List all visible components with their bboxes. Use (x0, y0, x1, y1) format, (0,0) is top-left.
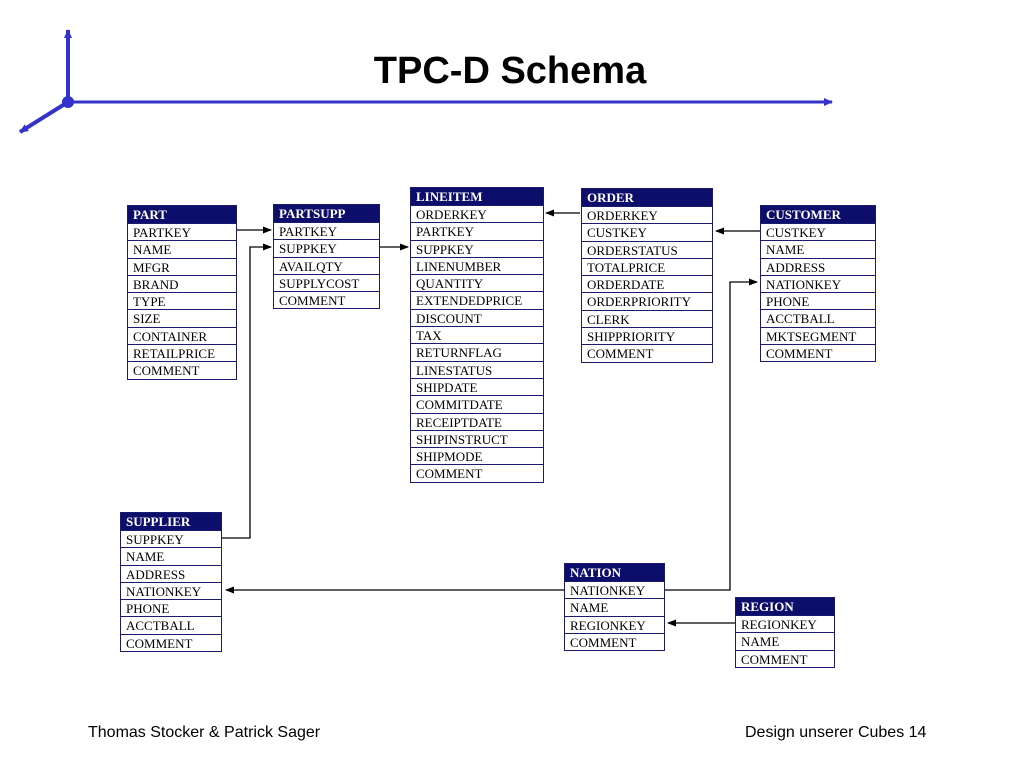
table-order: ORDER ORDERKEY CUSTKEY ORDERSTATUS TOTAL… (581, 188, 713, 363)
table-nation-column: NAME (565, 598, 664, 615)
table-lineitem-column: SHIPMODE (411, 447, 543, 464)
table-part-column: TYPE (128, 292, 236, 309)
table-part-column: PARTKEY (128, 223, 236, 240)
table-supplier: SUPPLIER SUPPKEY NAME ADDRESS NATIONKEY … (120, 512, 222, 653)
axis-origin-dot (62, 96, 74, 108)
axis-diagonal (18, 100, 70, 134)
table-order-column: ORDERSTATUS (582, 240, 712, 258)
table-order-header: ORDER (582, 189, 712, 206)
table-region-column: NAME (736, 632, 834, 649)
table-lineitem-column: DISCOUNT (411, 308, 543, 326)
table-order-column: ORDERPRIORITY (582, 292, 712, 309)
table-region-column: REGIONKEY (736, 615, 834, 632)
table-part-column: SIZE (128, 309, 236, 326)
table-customer-column: COMMENT (761, 344, 875, 361)
table-customer: CUSTOMER CUSTKEY NAME ADDRESS NATIONKEY … (760, 205, 876, 363)
table-nation: NATION NATIONKEY NAME REGIONKEY COMMENT (564, 563, 665, 652)
connector-supplier-partsupp (222, 243, 272, 539)
table-supplier-column: COMMENT (121, 633, 221, 651)
table-lineitem-column: COMMITDATE (411, 395, 543, 412)
footer-page-label: Design unserer Cubes 14 (745, 724, 927, 741)
table-supplier-column: NAME (121, 547, 221, 564)
table-part-column: NAME (128, 240, 236, 257)
table-lineitem-column: RETURNFLAG (411, 343, 543, 360)
table-supplier-column: ADDRESS (121, 564, 221, 582)
table-supplier-column: ACCTBALL (121, 616, 221, 633)
table-nation-header: NATION (565, 564, 664, 581)
table-customer-header: CUSTOMER (761, 206, 875, 223)
table-partsupp-column: PARTKEY (274, 222, 379, 239)
table-lineitem-column: COMMENT (411, 464, 543, 481)
table-supplier-column: NATIONKEY (121, 581, 221, 599)
table-part-column: CONTAINER (128, 326, 236, 344)
table-nation-column: COMMENT (565, 632, 664, 650)
table-lineitem-column: SHIPDATE (411, 377, 543, 395)
table-lineitem-column: TAX (411, 326, 543, 343)
table-part-header: PART (128, 206, 236, 223)
table-customer-column: CUSTKEY (761, 223, 875, 240)
table-lineitem-column: SHIPINSTRUCT (411, 429, 543, 447)
table-customer-column: ADDRESS (761, 257, 875, 275)
slide-title: TPC-D Schema (373, 50, 647, 92)
table-order-column: ORDERKEY (582, 206, 712, 223)
table-part: PART PARTKEY NAME MFGR BRAND TYPE SIZE C… (127, 205, 237, 380)
table-customer-column: ACCTBALL (761, 309, 875, 326)
table-order-column: CUSTKEY (582, 223, 712, 240)
table-part-column: COMMENT (128, 361, 236, 378)
table-lineitem: LINEITEM ORDERKEY PARTKEY SUPPKEY LINENU… (410, 187, 544, 483)
table-lineitem-column: SUPPKEY (411, 239, 543, 257)
table-lineitem-column: ORDERKEY (411, 205, 543, 222)
table-supplier-column: SUPPKEY (121, 530, 221, 547)
table-lineitem-column: QUANTITY (411, 274, 543, 291)
table-part-column: BRAND (128, 274, 236, 292)
table-order-column: TOTALPRICE (582, 257, 712, 275)
table-supplier-column: PHONE (121, 599, 221, 616)
table-customer-column: NATIONKEY (761, 274, 875, 292)
table-partsupp-header: PARTSUPP (274, 205, 379, 222)
table-partsupp: PARTSUPP PARTKEY SUPPKEY AVAILQTY SUPPLY… (273, 204, 380, 310)
axes-logo (18, 29, 833, 134)
table-order-column: ORDERDATE (582, 275, 712, 292)
table-customer-column: NAME (761, 240, 875, 257)
table-nation-column: NATIONKEY (565, 581, 664, 598)
table-lineitem-header: LINEITEM (411, 188, 543, 205)
table-nation-column: REGIONKEY (565, 615, 664, 633)
table-partsupp-column: SUPPKEY (274, 239, 379, 256)
table-part-column: MFGR (128, 257, 236, 275)
table-partsupp-column: COMMENT (274, 291, 379, 308)
table-lineitem-column: RECEIPTDATE (411, 412, 543, 430)
table-region-header: REGION (736, 598, 834, 615)
table-part-column: RETAILPRICE (128, 344, 236, 361)
table-partsupp-column: AVAILQTY (274, 256, 379, 274)
table-supplier-header: SUPPLIER (121, 513, 221, 530)
table-order-column: CLERK (582, 309, 712, 327)
table-customer-column: MKTSEGMENT (761, 326, 875, 344)
table-region: REGION REGIONKEY NAME COMMENT (735, 597, 835, 668)
table-lineitem-column: PARTKEY (411, 222, 543, 239)
connector-nation-customer (665, 278, 758, 591)
relationship-connectors (222, 209, 760, 627)
table-order-column: COMMENT (582, 344, 712, 361)
table-lineitem-column: LINESTATUS (411, 360, 543, 378)
footer-authors: Thomas Stocker & Patrick Sager (88, 724, 321, 741)
table-lineitem-column: LINENUMBER (411, 256, 543, 274)
table-region-column: COMMENT (736, 649, 834, 667)
table-customer-column: PHONE (761, 292, 875, 309)
table-lineitem-column: EXTENDEDPRICE (411, 291, 543, 308)
table-partsupp-column: SUPPLYCOST (274, 273, 379, 291)
table-order-column: SHIPPRIORITY (582, 327, 712, 344)
